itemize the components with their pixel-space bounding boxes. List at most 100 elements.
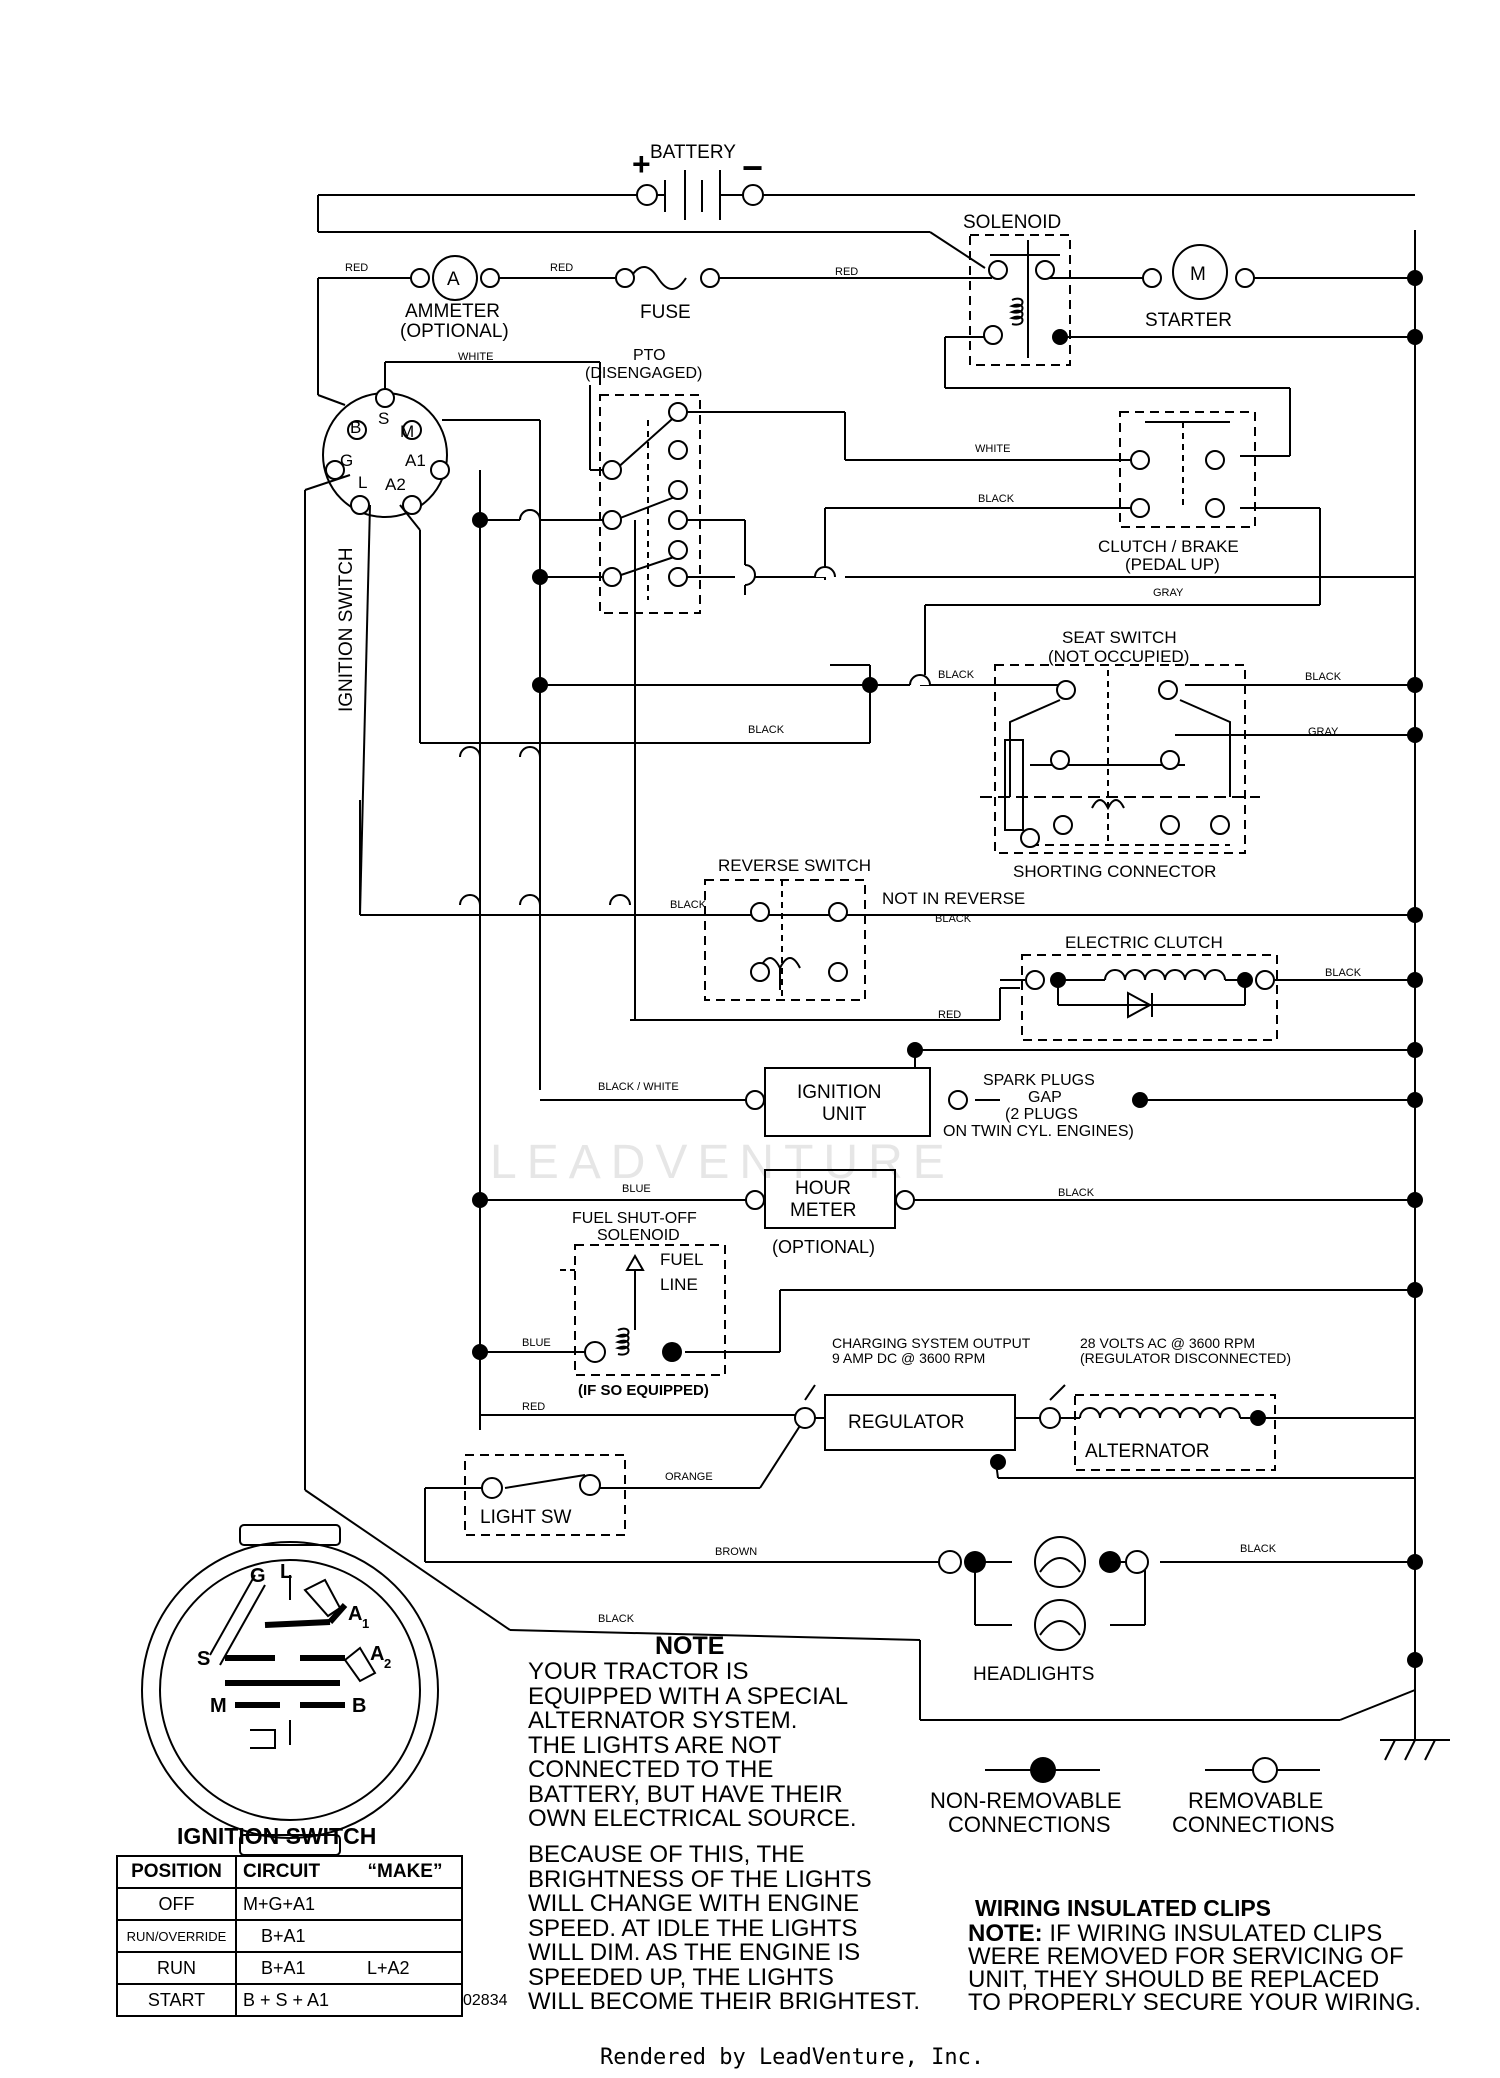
spark-plugs-label-2: GAP [1028,1089,1062,1106]
pto-state: (DISENGAGED) [585,365,702,382]
terminal-a1: A1 [405,451,426,470]
wire-red-3: RED [835,266,858,278]
charging-output-2: 9 AMP DC @ 3600 RPM [832,1350,985,1366]
hour-meter-label-1: HOUR [795,1178,851,1199]
fuel-solenoid-label-1: FUEL SHUT-OFF [572,1210,697,1227]
table-header-position: POSITION [116,1855,237,1889]
spark-plugs-label-1: SPARK PLUGS [983,1072,1095,1089]
plug-a2-sub: 2 [384,1656,391,1671]
wire-black-7: BLACK [1325,967,1362,979]
open-connections [325,184,1278,1783]
headlights-label: HEADLIGHTS [973,1664,1094,1685]
plug-g: G [250,1565,266,1587]
wire-black-6: BLACK [935,913,972,925]
wire-blue-1: BLUE [622,1183,651,1195]
clutch-brake-label: CLUTCH / BRAKE [1098,537,1239,556]
legend-removable-2: CONNECTIONS [1172,1812,1335,1837]
table-row: RUN/OVERRIDE B+A1 [116,1919,463,1953]
note-paragraph-2: BECAUSE OF THIS, THE BRIGHTNESS OF THE L… [528,1841,921,2015]
ammeter-optional: (OPTIONAL) [400,321,509,342]
hour-meter-optional: (OPTIONAL) [772,1237,875,1257]
wire-black-3: BLACK [1305,671,1342,683]
spark-plugs-label-4: ON TWIN CYL. ENGINES) [943,1123,1134,1140]
battery-minus: − [742,147,763,188]
ignition-unit-label-2: UNIT [822,1104,867,1125]
switch-terminal-labels: B S M G A1 L A2 [340,409,426,494]
fuel-solenoid-label-2: SOLENOID [597,1227,680,1244]
ignition-unit-label-1: IGNITION [797,1082,881,1103]
alternator-label: ALTERNATOR [1085,1441,1210,1462]
wire-white-2: WHITE [975,443,1010,455]
ignition-table-title: IGNITION SWITCH [177,1823,377,1849]
wire-red-1: RED [345,262,368,274]
ignition-switch-vertical-label: IGNITION SWITCH [336,547,357,712]
wire-black-4: BLACK [748,724,785,736]
plug-b: B [352,1695,366,1717]
battery-label: BATTERY [650,142,736,163]
seat-switch-label: SEAT SWITCH [1062,628,1177,647]
table-row: RUN B+A1 L+A2 [116,1951,463,1985]
ac-volts-2: (REGULATOR DISCONNECTED) [1080,1350,1291,1366]
wire-white-1: WHITE [458,351,493,363]
wire-red-4: RED [938,1009,961,1021]
light-sw-label: LIGHT SW [480,1507,572,1528]
clips-title: WIRING INSULATED CLIPS [975,1895,1272,1921]
wire-black-white: BLACK / WHITE [598,1081,679,1093]
shorting-connector-label: SHORTING CONNECTOR [1013,862,1216,881]
legend-removable-1: REMOVABLE [1188,1788,1323,1813]
battery-plus: + [632,146,651,182]
seat-switch-state: (NOT OCCUPIED) [1048,647,1189,666]
clips-note-label: NOTE: [968,1920,1043,1947]
fuel-line-label-2: LINE [660,1275,698,1294]
watermark: LEADVENTURE [490,1136,955,1189]
solid-connections [472,270,1423,1783]
table-header-circuit: CIRCUIT [235,1855,349,1889]
spark-plugs-label-3: (2 PLUGS [1005,1106,1078,1123]
electric-clutch-label: ELECTRIC CLUTCH [1065,933,1223,952]
wire-gray-2: GRAY [1308,726,1339,738]
reverse-switch-label: REVERSE SWITCH [718,856,871,875]
drawing-number: 02834 [463,1992,508,2009]
clutch-brake-state: (PEDAL UP) [1125,555,1220,574]
solenoid-label: SOLENOID [963,212,1061,233]
wire-red-2: RED [550,262,573,274]
ammeter-symbol: A [447,269,460,290]
starter-symbol: M [1190,264,1206,285]
wire-color-labels: RED RED RED WHITE WHITE BLACK GRAY BLACK… [345,262,1362,1625]
fuel-line-label-1: FUEL [660,1250,703,1269]
not-in-reverse-label: NOT IN REVERSE [882,889,1025,908]
note-title: NOTE [655,1632,725,1660]
terminal-s: S [378,409,389,428]
wire-black-9: BLACK [1240,1543,1277,1555]
table-header-make: “MAKE” [349,1855,463,1889]
terminal-a2: A2 [385,475,406,494]
plug-a1: A [348,1603,362,1625]
terminal-m: M [400,422,414,441]
fuse-label: FUSE [640,302,691,323]
plug-m: M [210,1695,227,1717]
plug-s: S [197,1648,210,1670]
table-row: OFF M+G+A1 [116,1887,463,1921]
wire-red-5: RED [522,1401,545,1413]
hour-meter-label-2: METER [790,1200,857,1221]
footer-credit: Rendered by LeadVenture, Inc. [600,2045,985,2070]
starter-label: STARTER [1145,310,1232,331]
wire-black-8: BLACK [1058,1187,1095,1199]
wire-gray-1: GRAY [1153,587,1184,599]
clips-note: NOTE: IF WIRING INSULATED CLIPS WERE REM… [968,1920,1421,2015]
terminal-g: G [340,451,353,470]
ammeter-label: AMMETER [405,301,500,322]
ac-volts-1: 28 VOLTS AC @ 3600 RPM [1080,1335,1255,1351]
table-row: START B + S + A1 [116,1983,463,2017]
plug-terminal-labels: G L A 1 S A 2 M B [197,1561,391,1717]
ignition-switch-table: POSITION CIRCUIT “MAKE” OFF M+G+A1 RUN/O… [116,1855,463,2017]
regulator-label: REGULATOR [848,1412,965,1433]
wire-crossings [459,509,931,906]
plug-a1-sub: 1 [362,1616,369,1631]
plug-l: L [280,1561,292,1583]
legend-non-removable-2: CONNECTIONS [948,1812,1111,1837]
wire-black-10: BLACK [598,1613,635,1625]
pto-label: PTO [633,347,666,364]
terminal-l: L [358,473,367,492]
